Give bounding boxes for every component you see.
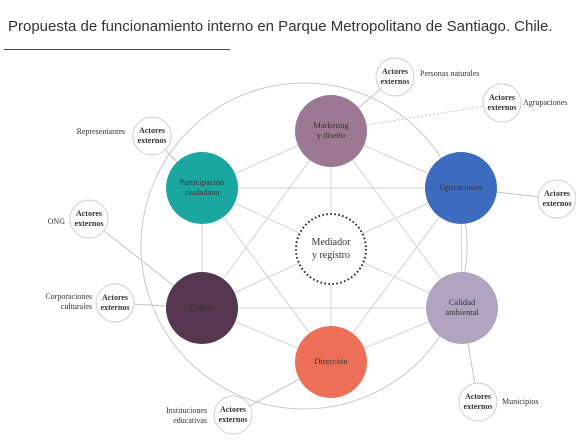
actor-bubble-label: Actores (489, 93, 515, 102)
actor-caption: educativas (173, 416, 207, 425)
actor-bubble (375, 57, 415, 97)
actor-bubble-label: externos (464, 402, 493, 411)
actor-caption: culturales (61, 302, 92, 311)
center-label: Mediador (312, 237, 352, 248)
outer-ring (140, 82, 468, 410)
node-circle (425, 152, 497, 224)
actor-bubble-label: Actores (139, 126, 165, 135)
connector-line (201, 130, 332, 309)
node-label: Marketing (313, 120, 349, 130)
diagram-title: Propuesta de funcionamiento interno en P… (8, 18, 553, 35)
actor-bubble (537, 179, 576, 219)
actor-caption: Instituciones (166, 406, 207, 415)
actor-bubble-label: externos (381, 77, 410, 86)
node-circle (426, 272, 498, 344)
actor-bubble-label: externos (101, 303, 130, 312)
node-label: Calidad (449, 297, 476, 307)
actor-bubble-label: externos (488, 103, 517, 112)
node-label: Cultura (189, 302, 215, 312)
actor-bubble-label: Actores (382, 67, 408, 76)
actor-bubble (95, 283, 135, 323)
node-circle (166, 272, 238, 344)
center-circle (295, 213, 367, 285)
node-label: ciudadana (185, 187, 220, 197)
actor-bubble-label: Actores (102, 293, 128, 302)
actor-bubble-label: Actores (465, 392, 491, 401)
actor-bubble (132, 116, 172, 156)
actor-bubble-label: Actores (76, 209, 102, 218)
connector-line (201, 187, 332, 363)
center-label: y registro (312, 250, 350, 261)
actor-bubble-label: Actores (220, 405, 246, 414)
node-label: Participación (180, 177, 226, 187)
node-circle (295, 326, 367, 398)
node-label: ambiental (445, 307, 479, 317)
actor-bubble-label: externos (219, 415, 248, 424)
actor-caption: Representantes (77, 127, 125, 136)
connector-line (330, 130, 463, 309)
actor-bubble-label: Actores (544, 189, 570, 198)
actor-caption: ONG (48, 217, 66, 226)
actor-bubble-label: externos (543, 199, 572, 208)
actor-bubble (482, 83, 522, 123)
node-direccion: Dirección (295, 326, 367, 398)
actor-caption: Corporaciones (45, 292, 92, 301)
node-circle (295, 95, 367, 167)
node-label: Dirección (314, 356, 348, 366)
actor-caption: Agrupaciones (523, 98, 567, 107)
actor-bubble-label: externos (138, 136, 167, 145)
title-underline (4, 49, 230, 50)
node-label: y diseño (317, 130, 346, 140)
actor-bubble (458, 382, 498, 422)
actor-bubble (213, 395, 253, 435)
node-operaciones: Operaciones (425, 152, 497, 224)
node-label: Operaciones (440, 182, 482, 192)
connector-line (330, 187, 462, 363)
node-circle (166, 152, 238, 224)
actor-caption: Personas naturales (420, 69, 479, 78)
actor-caption: Municipios (502, 397, 538, 406)
actor-bubble (69, 199, 109, 239)
actor-bubble-label: externos (75, 219, 104, 228)
center-mediator-node: Mediador y registro (295, 213, 367, 285)
node-cultura: Cultura (166, 272, 238, 344)
